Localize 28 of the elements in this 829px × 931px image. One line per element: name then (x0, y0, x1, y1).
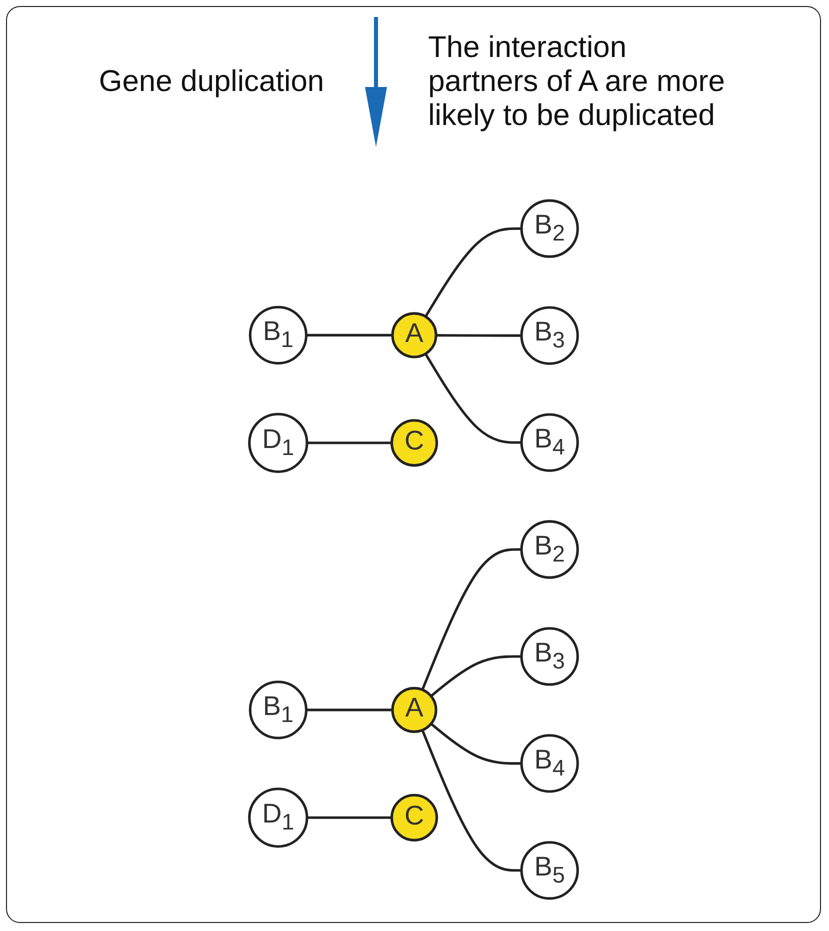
node-circle: B$_{4}$ (520, 413, 579, 472)
connector (306, 708, 392, 712)
node-circle: B$_{1}$ (248, 306, 308, 365)
node-circle: D$_{1}$ (248, 412, 308, 473)
node-circle: B$_{4}$ (520, 734, 579, 793)
node-circle: C (390, 419, 438, 467)
node-circle: D$_{1}$ (248, 788, 308, 848)
node-circle: B$_{2}$ (520, 199, 579, 258)
connector (430, 722, 522, 765)
node-circle: B$_{3}$ (520, 627, 579, 686)
connector (430, 655, 522, 698)
node-circle: C (390, 794, 438, 842)
node-circle: B$_{1}$ (248, 680, 308, 740)
connector (421, 548, 522, 690)
connector (424, 227, 522, 318)
connector (306, 442, 392, 444)
node-circle: B$_{5}$ (520, 841, 579, 900)
connector (306, 334, 392, 336)
note-text: The interaction partners of A are more likely to be duplicated (428, 31, 726, 133)
node-circle: B$_{2}$ (520, 520, 579, 579)
connector (306, 816, 392, 819)
connector (424, 353, 522, 444)
step-label: Gene duplication (98, 65, 324, 99)
connector (421, 730, 522, 872)
node-circle: B$_{3}$ (520, 306, 579, 365)
node-circle: A (391, 686, 438, 733)
connector (436, 334, 522, 337)
node-circle: A (391, 312, 438, 358)
